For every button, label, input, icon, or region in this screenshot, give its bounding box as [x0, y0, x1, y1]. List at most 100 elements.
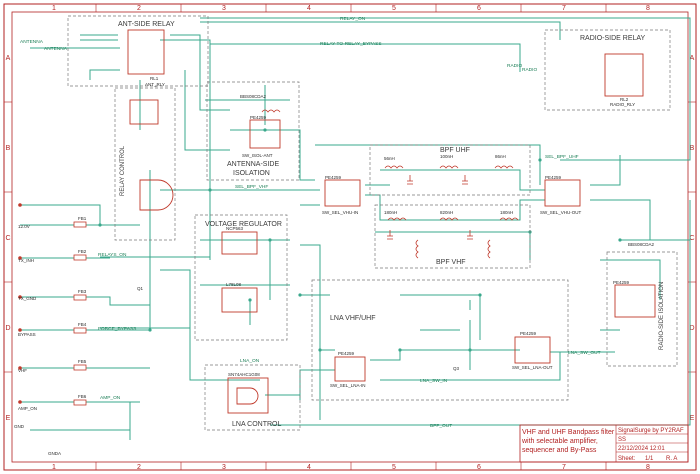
lna-control-block: [204, 364, 301, 431]
voltage-regulator-block: [194, 214, 288, 341]
column-label: 7: [562, 464, 566, 471]
block-title: ANT-SIDE RELAY: [118, 21, 175, 28]
net-label: RADIO: [522, 67, 537, 73]
row-label: E: [690, 415, 695, 422]
row-label: A: [690, 55, 695, 62]
net-label: LNA_SW_IN: [420, 378, 448, 384]
pe4259-bpf-out: [544, 179, 581, 207]
relay-control-gate: [139, 179, 174, 211]
part-label: PE4259: [250, 115, 267, 120]
description-line: with selectable amplifier,: [521, 438, 598, 445]
part-label: PE4259: [325, 175, 342, 180]
rl2-relay: [604, 53, 644, 97]
inner-frame: [11, 11, 689, 463]
row-label: A: [6, 55, 11, 62]
radio-isolation-block: [606, 251, 678, 367]
part-label: PE4259: [613, 280, 630, 285]
net-label: RADIO: [507, 63, 522, 69]
outer-frame: [3, 3, 697, 471]
bpf-uhf-block: [369, 144, 531, 196]
ant-relay-block: [67, 15, 209, 87]
column-label: 5: [392, 464, 396, 471]
block-title: ISOLATION: [233, 170, 270, 177]
column-label: 2: [137, 5, 141, 12]
rl1-relay: [127, 29, 165, 75]
row-label: E: [6, 415, 11, 422]
part-label: RL2: [620, 97, 629, 102]
part-label: RL1: [150, 76, 159, 81]
block-title: BPF VHF: [436, 259, 466, 266]
column-label: 3: [222, 5, 226, 12]
net-label: BPF_OUT: [430, 423, 452, 429]
connector-label: VHF: [18, 368, 27, 373]
part-label: SW_SEL_LNA-OUT: [512, 365, 553, 370]
power-label: GND: [14, 424, 25, 429]
row-label: C: [5, 235, 10, 242]
connector-part: FB1: [78, 216, 87, 221]
column-label: 3: [222, 464, 226, 471]
connector-part: FB3: [78, 289, 87, 294]
column-label: 6: [477, 5, 481, 12]
date: 22/12/2024 12:01: [618, 446, 665, 452]
part-label: NCP563: [226, 226, 244, 231]
relay-control-block: [114, 87, 176, 241]
connector-part: FB2: [78, 249, 87, 254]
bpf-vhf-block: [374, 204, 531, 269]
column-label: 5: [392, 5, 396, 12]
column-label: 1: [52, 5, 56, 12]
q2-mosfet: [129, 99, 159, 125]
part-label: SW_SEL_LNA-IN: [330, 383, 366, 388]
part-label: PE4259: [545, 175, 562, 180]
column-label: 4: [307, 464, 311, 471]
net-label: RELAY_ON: [340, 16, 366, 22]
block-title: LNA VHF/UHF: [330, 315, 376, 322]
block-title: RELAY CONTROL: [120, 145, 126, 196]
net-label: ANTENNA: [20, 39, 44, 45]
sheet-number: 1/1: [645, 456, 654, 462]
net-label: LNA_SW_OUT: [568, 350, 601, 356]
revision: R. A: [666, 456, 677, 462]
block-frames: [67, 15, 678, 431]
pe4259-bpf-in: [324, 179, 361, 207]
and-gate-ic: [227, 377, 269, 414]
components: [127, 29, 656, 414]
column-label: 7: [562, 5, 566, 12]
ncp563-reg: [221, 231, 258, 255]
net-label: AMP_ON: [100, 395, 121, 401]
frame-ticks: [4, 4, 696, 470]
net-label: SEL_BPF_UHF: [545, 154, 579, 160]
part-label: 86nH: [495, 154, 506, 159]
column-label: 6: [477, 464, 481, 471]
block-title: LNA CONTROL: [232, 421, 282, 428]
part-label: SW_SEL_VHU-IN: [322, 210, 358, 215]
part-label: Q3: [453, 366, 460, 371]
part-label: BBS08CDA2: [240, 94, 267, 99]
block-title: BPF UHF: [440, 147, 470, 154]
junctions: [98, 128, 622, 352]
net-label: LNA_ON: [240, 358, 260, 364]
block-title: ANTENNA-SIDE: [227, 161, 279, 168]
pe4259-lna-out: [514, 336, 551, 364]
part-label: SW_SEL_VHU-OUT: [540, 210, 582, 215]
description-line: sequencer and By-Pass: [522, 447, 597, 454]
part-label: SW_ISOL-ANT: [242, 153, 273, 158]
connector-label: 12.0V: [18, 224, 30, 229]
net-label: RELAY-TO-RELAY_BYPASS: [320, 41, 382, 47]
part-label: PE4259: [338, 351, 355, 356]
description-line: VHF and UHF Bandpass filter: [522, 429, 615, 436]
column-label: 4: [307, 5, 311, 12]
sheet-label: Sheet:: [618, 456, 636, 462]
row-label: D: [689, 325, 694, 332]
net-label: ANTENNA: [44, 46, 68, 52]
passives: [261, 109, 519, 259]
part-label: 180nH: [384, 210, 397, 215]
row-label: B: [690, 145, 695, 152]
part-label: SN74AHC1G08: [228, 372, 260, 377]
pe4259-radio: [614, 284, 656, 318]
connector-part: FB5: [78, 359, 87, 364]
row-label: C: [689, 235, 694, 242]
part-label: Q1: [137, 286, 144, 291]
pe4259-ant: [249, 119, 281, 149]
connector-part: FB6: [78, 394, 87, 399]
